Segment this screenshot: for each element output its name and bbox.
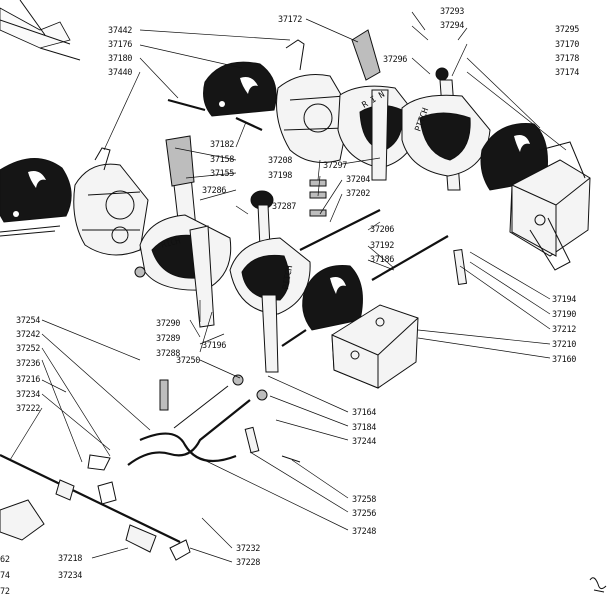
part-label: 37158 — [210, 155, 234, 165]
part-label: 37232 — [236, 544, 260, 554]
part-label: 37256 — [352, 509, 376, 519]
part-label: 37440 — [108, 68, 132, 78]
left-cover-plate — [0, 158, 72, 237]
right-upper-lever: PITCH — [401, 67, 491, 191]
part-label: 37286 — [202, 186, 226, 196]
part-label: 37222 — [16, 404, 40, 414]
part-label: 37244 — [352, 437, 376, 447]
left-housing — [73, 147, 149, 256]
part-label: 37202 — [346, 189, 370, 199]
part-label: 37218 — [58, 554, 82, 564]
part-label: 37210 — [552, 340, 576, 350]
top-housing-37442 — [276, 39, 351, 163]
mounting-bracket-37174 — [509, 141, 591, 271]
part-label: 37234 — [16, 390, 40, 400]
part-label: 37250 — [176, 356, 200, 366]
part-label: 37258 — [352, 495, 376, 505]
part-label: 37198 — [268, 171, 292, 181]
part-label: 37155 — [210, 169, 234, 179]
leader-lines — [9, 11, 567, 563]
part-label: 37190 — [552, 310, 576, 320]
part-label: 37254 — [16, 316, 40, 326]
part-label: 37293 — [440, 7, 464, 17]
cover-plate-37178 — [480, 123, 548, 191]
part-label: 37196 — [202, 341, 226, 351]
part-label: 37204 — [346, 175, 370, 185]
part-label: 37184 — [352, 423, 376, 433]
center-cover-plate — [302, 265, 363, 331]
part-label: 37216 — [16, 375, 40, 385]
part-label: 37287 — [272, 202, 296, 212]
part-label: 37180 — [108, 54, 132, 64]
part-label: 37442 — [108, 26, 132, 36]
edge-label: 74 — [0, 571, 10, 581]
part-label: 37160 — [552, 355, 576, 365]
linkage-yoke — [87, 399, 251, 471]
mid-left-lever-assembly: RICH — [134, 135, 232, 328]
edge-label: 62 — [0, 555, 10, 565]
part-label: 37234 — [58, 571, 82, 581]
svg-text:PITCH: PITCH — [281, 265, 295, 291]
part-label: 37252 — [16, 344, 40, 354]
part-label: 37186 — [370, 255, 394, 265]
part-label: 37212 — [552, 325, 576, 335]
part-label: 37297 — [323, 161, 347, 171]
part-label: 37295 — [555, 25, 579, 35]
part-label: 37228 — [236, 558, 260, 568]
edge-label: 72 — [0, 587, 10, 597]
part-label: 37296 — [383, 55, 407, 65]
center-lever-assembly: PITCH — [229, 190, 311, 373]
svg-text:RICH: RICH — [160, 236, 181, 251]
part-label: 37176 — [108, 40, 132, 50]
part-label: 37236 — [16, 359, 40, 369]
aircraft-wing-sketch — [0, 0, 81, 61]
artist-signature — [589, 577, 607, 593]
part-label: 37178 — [555, 54, 579, 64]
control-rod — [0, 454, 191, 561]
part-label: 37288 — [156, 349, 180, 359]
part-label: 37289 — [156, 334, 180, 344]
part-label: 37164 — [352, 408, 376, 418]
part-label: 37170 — [555, 40, 579, 50]
part-label: 37182 — [210, 140, 234, 150]
part-label: 37192 — [370, 241, 394, 251]
part-label: 37208 — [268, 156, 292, 166]
part-label: 37290 — [156, 319, 180, 329]
part-label: 37174 — [555, 68, 579, 78]
part-label: 37248 — [352, 527, 376, 537]
part-label: 37172 — [278, 15, 302, 25]
cover-plate-37176 — [167, 61, 277, 131]
part-label: 37294 — [440, 21, 464, 31]
part-label: 37242 — [16, 330, 40, 340]
mounting-bracket-37160 — [331, 304, 419, 389]
upper-lever-assembly: R I N — [337, 29, 421, 181]
part-number-labels: 37442 37176 37180 37440 37172 37296 3729… — [0, 7, 580, 597]
part-label: 37206 — [370, 225, 394, 235]
part-label: 37194 — [552, 295, 576, 305]
shafts-and-pins — [159, 179, 468, 463]
